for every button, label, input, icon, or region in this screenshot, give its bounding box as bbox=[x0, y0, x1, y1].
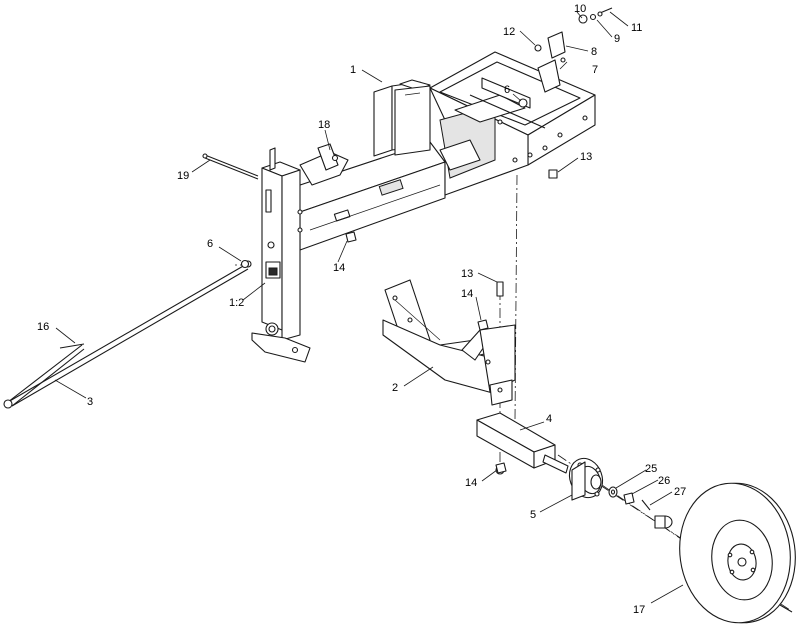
callout-1-2: 1:2 bbox=[229, 297, 244, 309]
callout-11: 11 bbox=[631, 22, 642, 34]
callout-7: 7 bbox=[592, 64, 598, 76]
wheel bbox=[679, 482, 796, 624]
callout-9: 9 bbox=[614, 33, 620, 45]
callout-17: 17 bbox=[633, 604, 645, 616]
callout-12: 12 bbox=[503, 26, 515, 38]
leader-lines bbox=[54, 11, 684, 604]
callout-labels: 1 2 3 4 5 6 6 7 8 9 10 11 12 13 13 14 14… bbox=[37, 3, 686, 616]
callout-13-frame: 13 bbox=[580, 151, 592, 163]
callout-18: 18 bbox=[318, 119, 330, 131]
callout-26: 26 bbox=[658, 475, 670, 487]
callout-10: 10 bbox=[574, 3, 586, 15]
callout-14-spindle: 14 bbox=[465, 477, 477, 489]
callout-19: 19 bbox=[177, 170, 189, 182]
front-post bbox=[251, 143, 349, 363]
hardware bbox=[240, 7, 673, 529]
callout-13-tongue: 13 bbox=[461, 268, 473, 280]
hub bbox=[568, 457, 604, 501]
callout-8: 8 bbox=[591, 46, 597, 58]
callout-16: 16 bbox=[37, 321, 49, 333]
hitch-tongue bbox=[382, 279, 516, 406]
spindle bbox=[476, 412, 569, 475]
callout-5: 5 bbox=[530, 509, 536, 521]
callout-14-beam: 14 bbox=[333, 262, 345, 274]
tow-bar bbox=[3, 153, 259, 409]
callout-4: 4 bbox=[546, 413, 552, 425]
callout-2: 2 bbox=[392, 382, 398, 394]
callout-6-rod: 6 bbox=[207, 238, 213, 250]
callout-25: 25 bbox=[645, 463, 657, 475]
callout-3: 3 bbox=[87, 396, 93, 408]
main-frame bbox=[284, 51, 596, 252]
callout-14-tongue: 14 bbox=[461, 288, 473, 300]
callout-1: 1 bbox=[350, 64, 356, 76]
callout-27: 27 bbox=[674, 486, 686, 498]
callout-6-frame: 6 bbox=[504, 84, 510, 96]
